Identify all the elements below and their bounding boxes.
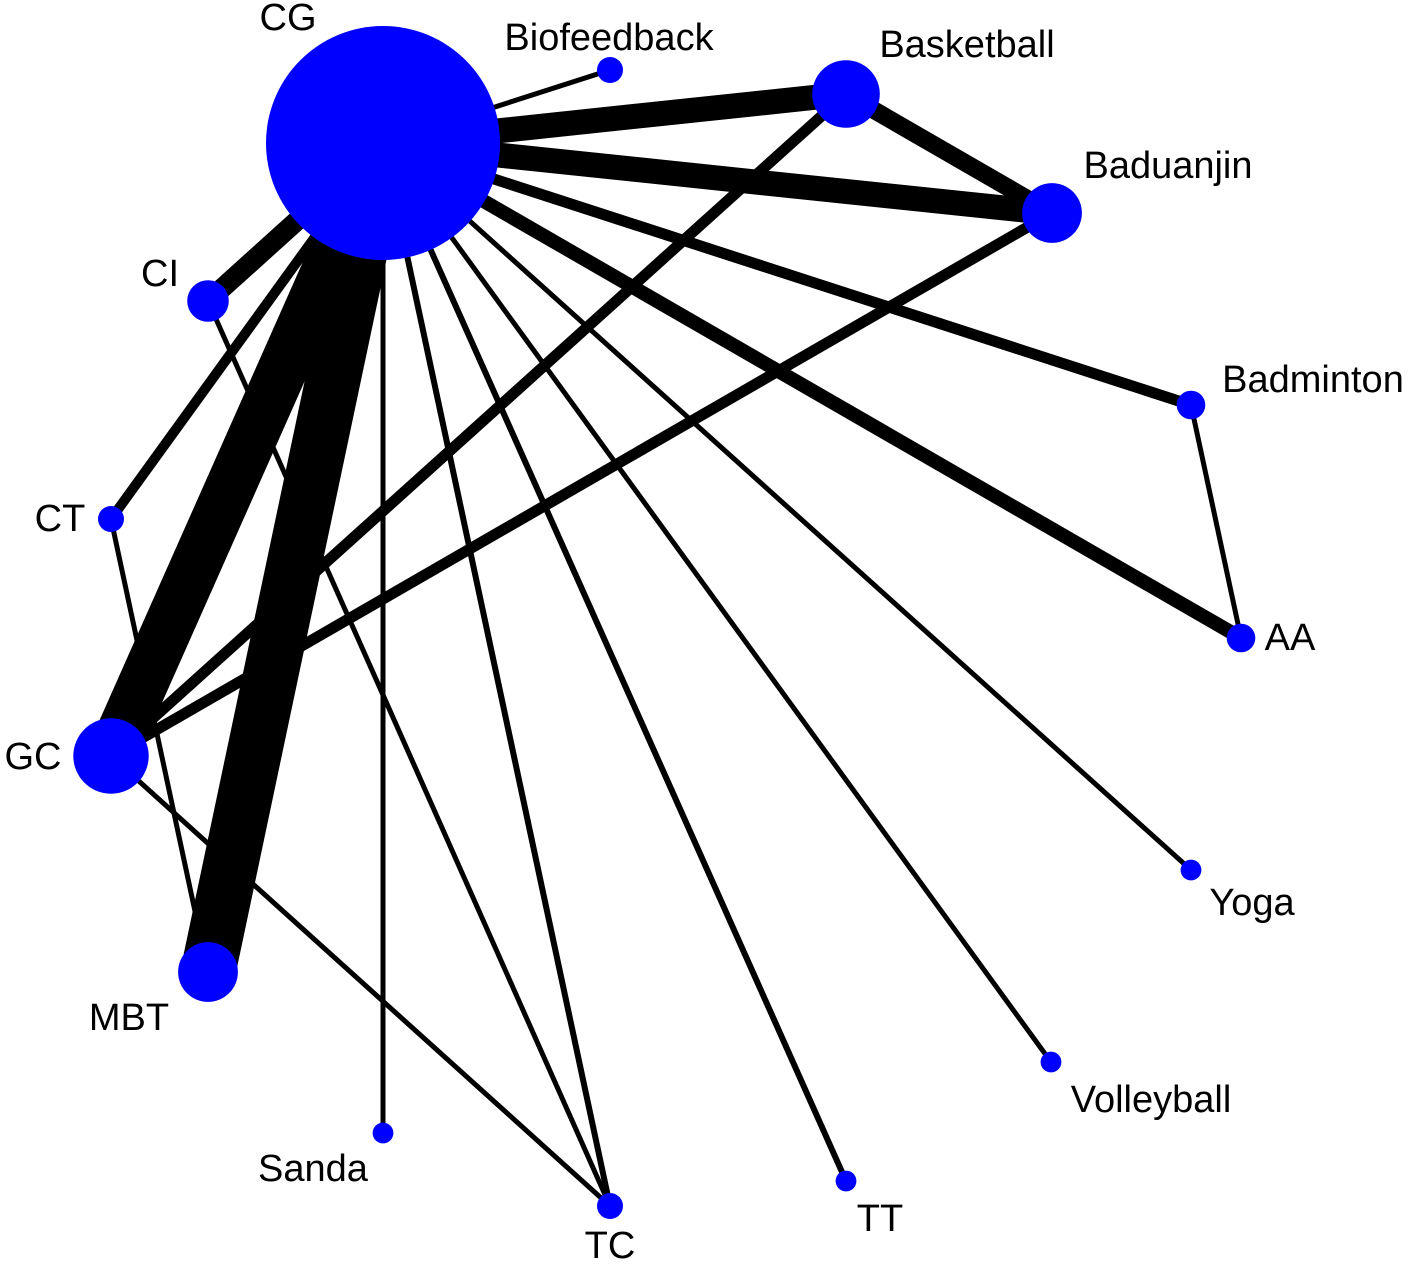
labels-layer: CG Biofeedback BasketballBaduanjinBadminto… [5,0,1404,1265]
edge-badminton-aa [1188,404,1244,639]
edge-baduanjin-gc [108,208,1055,761]
node-label-yoga: Yoga [1209,882,1295,924]
node-label-ci: CI [141,253,179,295]
node-badminton [1176,390,1206,420]
node-label-biofeedback: Biofeedback [504,17,714,59]
node-biofeedback [597,57,623,83]
edge-ct-mbt [108,518,211,973]
node-ct [98,506,124,532]
node-gc [73,718,149,794]
edge-cg-badminton [381,137,1193,411]
node-label-sanda: Sanda [258,1148,369,1190]
node-basketball [812,60,880,128]
node-label-ct: CT [35,498,86,540]
node-volleyball [1040,1051,1062,1073]
edge-cg-volleyball [380,141,1054,1064]
node-label-tc: TC [585,1225,636,1265]
edge-ci-tc [205,299,613,1208]
edge-tc-gc [109,754,612,1208]
edge-cg-aa [379,136,1245,645]
node-mbt [178,942,238,1002]
node-label-volleyball: Volleyball [1071,1079,1232,1121]
node-label-cg: CG [260,0,317,39]
node-label-basketball: Basketball [879,24,1054,66]
node-sanda [372,1122,394,1144]
node-label-baduanjin: Baduanjin [1083,145,1252,187]
node-label-badminton: Badminton [1222,359,1404,401]
node-yoga [1180,859,1202,881]
edge-cg-tc [380,142,613,1207]
node-label-aa: AA [1265,617,1316,659]
edge-basketball-gc [107,89,850,761]
edge-cg-mbt [181,137,410,978]
node-baduanjin [1022,183,1082,243]
node-label-tt: TT [857,1198,903,1240]
node-aa [1226,623,1256,653]
node-ci [187,280,229,322]
edges-layer [88,67,1245,1208]
node-label-mbt: MBT [89,997,169,1039]
node-tt [835,1170,857,1192]
edge-basketball-baduanjin [841,86,1057,221]
node-tc [597,1193,623,1219]
node-label-gc: GC [5,736,62,778]
node-cg [266,26,500,260]
edge-cg-yoga [381,141,1193,872]
nodes-layer [73,26,1256,1219]
edge-cg-tt [380,141,849,1183]
